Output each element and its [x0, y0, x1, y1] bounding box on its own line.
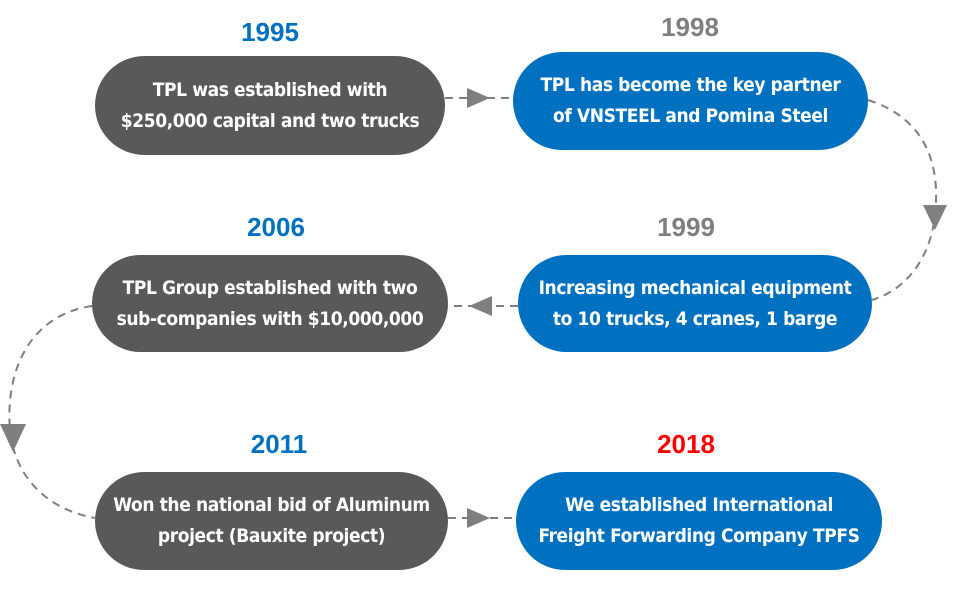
milestone-2006: TPL Group established with two sub-compa… — [92, 255, 448, 352]
arrow-down-icon — [923, 205, 947, 230]
year-2018: 2018 — [657, 429, 715, 459]
milestone-2018: We established International Freight For… — [516, 472, 882, 570]
milestone-1998: TPL has become the key partner of VNSTEE… — [513, 52, 868, 150]
milestone-1995: TPL was established with $250,000 capita… — [95, 56, 445, 155]
milestone-1999: Increasing mechanical equipment to 10 tr… — [518, 255, 872, 352]
milestone-2011: Won the national bid of Aluminum project… — [95, 472, 448, 570]
arrow-down-icon — [0, 424, 26, 452]
year-2011: 2011 — [250, 429, 308, 459]
connector-2006-2011 — [8, 305, 96, 519]
year-1995: 1995 — [241, 17, 299, 47]
year-2006: 2006 — [247, 212, 305, 242]
connector-1998-1999 — [867, 99, 938, 301]
arrow-right-icon — [467, 88, 490, 108]
arrow-left-icon — [469, 296, 492, 316]
year-1999: 1999 — [657, 212, 715, 242]
year-1998: 1998 — [661, 12, 719, 42]
arrow-right-icon — [467, 508, 490, 528]
